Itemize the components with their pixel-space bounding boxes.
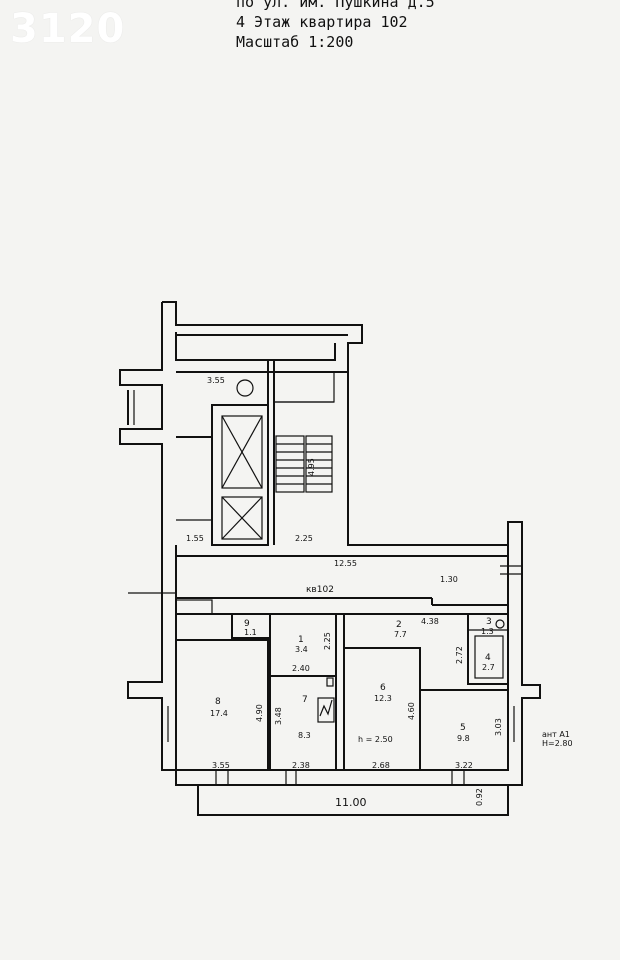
- room-6-number: 6: [380, 683, 386, 693]
- header-floor-apartment: 4 Этаж квартира 102: [236, 13, 408, 31]
- dim-corridor: 12.55: [334, 559, 357, 568]
- room-labels: кв102 9 1.1 1 3.4 2 7.7 3 1.3 4 2.7 5 9.…: [210, 585, 573, 748]
- room-3-number: 3: [486, 617, 492, 627]
- side-note-line2: Н=2.80: [542, 739, 573, 748]
- stairwell-core: [176, 360, 348, 546]
- dim-bottom-1: 3.55: [212, 761, 230, 770]
- room-2-number: 2: [396, 620, 402, 630]
- room-6-area: 12.3: [374, 694, 392, 703]
- dim-stair-top: 3.55: [207, 376, 225, 385]
- dim-room7-height: 3.48: [274, 707, 283, 725]
- dim-room2-width: 4.38: [421, 617, 439, 626]
- dim-balcony-depth: 0.92: [475, 788, 484, 806]
- plan-header: по ул. им. Пушкина д.5 4 Этаж квартира 1…: [236, 0, 536, 52]
- ceiling-height-note: h = 2.50: [358, 735, 393, 744]
- common-corridor: [128, 555, 522, 615]
- room-7-area: 8.3: [298, 731, 311, 740]
- room-1-number: 1: [298, 635, 304, 645]
- room-7-number: 7: [302, 695, 308, 705]
- room-5-area: 9.8: [457, 734, 470, 743]
- dim-total-width: 11.00: [335, 796, 367, 809]
- dim-room6-height: 4.60: [407, 702, 416, 720]
- room-2-area: 7.7: [394, 630, 407, 639]
- listing-id-watermark: 3120: [10, 6, 126, 52]
- dim-room5-height: 3.03: [494, 718, 503, 736]
- room-9-area: 1.1: [244, 628, 257, 637]
- apartment-label: кв102: [306, 585, 334, 595]
- dim-room8-height: 4.90: [255, 704, 264, 722]
- room-8-area: 17.4: [210, 709, 228, 718]
- room-3-area: 1.3: [481, 627, 494, 636]
- side-note-line1: ант А1: [542, 730, 570, 739]
- header-address: по ул. им. Пушкина д.5: [236, 0, 435, 11]
- header-scale: Масштаб 1:200: [236, 33, 354, 51]
- dim-room1-height: 2.25: [323, 632, 332, 650]
- dim-bottom-2: 2.38: [292, 761, 310, 770]
- dim-left-bottom: 1.55: [186, 534, 204, 543]
- room-8-number: 8: [215, 697, 221, 707]
- dim-bottom-3: 2.68: [372, 761, 390, 770]
- room-1-area: 3.4: [295, 645, 308, 654]
- room-4-number: 4: [485, 653, 491, 663]
- dim-stair-side: 4.95: [307, 458, 316, 476]
- dimension-labels: 3.55 4.95 1.55 2.25 12.55 1.30 4.38 2.25…: [186, 376, 503, 809]
- dim-bottom-4: 3.22: [455, 761, 473, 770]
- apartment-rooms: [161, 613, 515, 785]
- dim-corridor-right: 1.30: [440, 575, 458, 584]
- outer-walls: [119, 301, 541, 816]
- room-4-area: 2.7: [482, 663, 495, 672]
- room-5-number: 5: [460, 723, 466, 733]
- dim-room1-width: 2.40: [292, 664, 310, 673]
- dim-mid-bottom: 2.25: [295, 534, 313, 543]
- room-9-number: 9: [244, 619, 250, 629]
- dim-room4-height: 2.72: [455, 646, 464, 664]
